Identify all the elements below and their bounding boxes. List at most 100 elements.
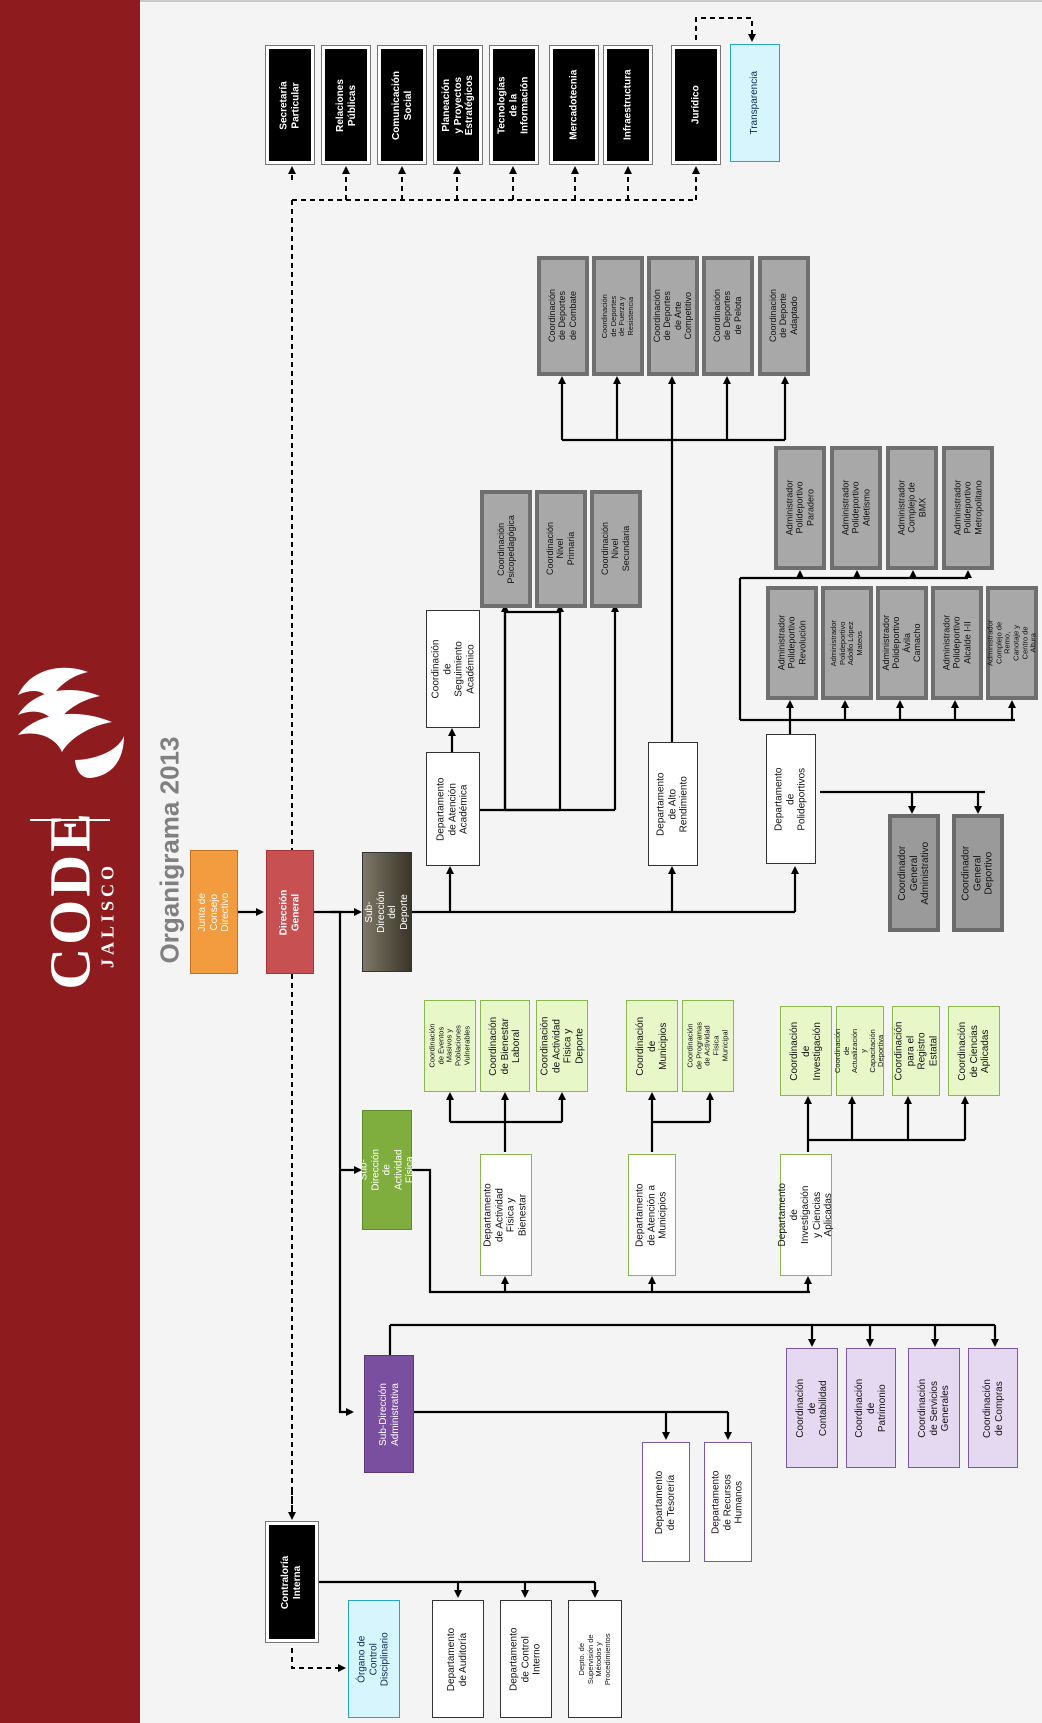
dept-label: Departamento de Investigación y Ciencias… [777,1183,835,1247]
staff-unit: Secretaría Particular [265,45,315,165]
af-coord: Coordinación de Actualización y Capacita… [833,1006,886,1096]
staff-unit: Comunicación Social [377,45,427,165]
coordinador-general: Coordinador General Deportivo [952,814,1004,932]
coordinador-general: Coordinador General Administrativo [888,814,940,932]
coord-label: Coordinación de Programas de Actividad F… [685,1022,729,1070]
poli-admin: Administrador Polideportivo Atletismo [830,446,882,570]
af-coord: Coordinación de Actividad Física y Depor… [536,1000,588,1092]
admin-label: Administrador Polideportivo Adolfo López… [828,619,864,667]
coord-label: Coordinación de Contabilidad [794,1378,829,1438]
poli-admin: Administrador Polideportivo Ávila Camach… [876,586,928,700]
alto-coord: Coordinación de Deportes de Combate [537,256,589,376]
coord-label: Coordinación de Compras [981,1378,1005,1438]
admin-label: Administrador Complejo de Remo, Canotaje… [985,619,1038,667]
alto-coord: Coordinación de Deporte Adaptado [758,256,810,376]
admin-coord: Coordinación de Patrimonio [846,1348,896,1468]
poli-admin: Administrador Polideportivo Revolución [766,586,818,700]
depto-polideportivos: Departamento de Polideportivos [766,734,816,864]
staff-unit: Relaciones Públicas [321,45,371,165]
coord-label: Coordinación de Actividad Física y Depor… [539,1016,585,1076]
coord-label: Coordinación de Eventos Masivos y Poblac… [427,1023,471,1069]
admin-coord: Coordinación de Compras [968,1348,1018,1468]
subdireccion-deporte-label: Sub-Dirección del Deporte [364,891,410,933]
acad-coord: Coordinación Nivel Primaria [535,490,587,608]
coord-label: Coordinación de Investigación [788,1021,823,1081]
staff-label: Jurídico [690,85,702,125]
af-coord: Coordinación de Bienestar Laboral [480,1000,530,1092]
admin-coord: Coordinación de Servicios Generales [908,1348,960,1468]
staff-unit: Jurídico [671,45,721,165]
dept-label: Departamento de Recursos Humanos [710,1470,745,1534]
staff-unit: Infraestructura [603,45,653,165]
admin-label: Administrador Complejo de BMX [896,480,928,536]
af-coord: Coordinación para el Registro Estatal [892,1006,940,1096]
direccion-label: Dirección General [278,889,302,935]
af-coord: Coordinación de Programas de Actividad F… [682,1000,734,1092]
coord-label: Coordinación Nivel Secundaria [600,522,632,576]
coord-label: Coordinación de Deporte Adaptado [768,289,800,343]
subdireccion-actividad-label: Sub-Dirección de Actividad Física [358,1149,416,1191]
contraloria-dept: Departamento de Control Interno [500,1600,552,1718]
depto-alto-rendimiento: Departamento de Alto Rendimiento [648,742,698,866]
contraloria-dept: Departamento de Auditoría [432,1600,484,1718]
staff-label: Planeación y Proyectos Estratégicos [440,74,475,136]
staff-unit: Planeación y Proyectos Estratégicos [433,45,483,165]
admin-label: Administrador Polideportivo Paradero [784,480,816,536]
admin-label: Administrador Polideportivo Ávila Camach… [881,615,923,671]
dept-label: Departamento de Control Interno [508,1627,543,1691]
alto-coord: Coordinación de Deportes de Pelota [702,256,754,376]
coord-label: Coordinación de Deportes de Arte Competi… [652,289,694,343]
poli-admin: Administrador Polideportivo Paradero [774,446,826,570]
poli-admin: Administrador Complejo de BMX [886,446,938,570]
coordinador-label: Coordinador General Administrativo [896,841,931,905]
subdireccion-actividad-fisica-box: Sub-Dirección de Actividad Física [358,1110,415,1230]
staff-label: Infraestructura [622,69,634,141]
dept-label: Departamento de Auditoría [446,1627,470,1691]
coord-label: Coordinación de Deportes de Pelota [712,289,744,343]
contraloria-label: Contraloría Interna [280,1555,304,1609]
coordinador-label: Coordinador General Deportivo [960,845,995,901]
dept-label: Departamento de Polideportivos [773,767,808,831]
af-dept: Departamento de Atención a Municipios [628,1154,676,1276]
admin-dept: Departamento de Recursos Humanos [704,1442,752,1562]
coord-label: Coordinación de Seguimiento Académico [430,639,476,699]
contraloria-dept: Depto. de Supervisión de Métodos y Proce… [568,1600,622,1718]
alto-coord: Coordinación de Deportes de Arte Competi… [647,256,699,376]
brand-banner: CODE JALISCO [0,0,140,1723]
acad-coord: Coordinación Psicopedagógica [480,490,532,608]
staff-unit: Tecnologías de la Información [489,45,539,165]
flame-emblem-icon [18,667,124,821]
direccion-general-box: Dirección General [266,850,314,974]
coord-label: Coordinación de Servicios Generales [916,1378,951,1438]
poli-admin: Administrador Polideportivo Alcalde I-II [931,586,983,700]
coord-label: Coordinación de Actualización y Capacita… [833,1028,886,1074]
dept-label: Departamento de Atención Académica [435,777,470,841]
junta-label: Junta de Consejo Directivo [196,892,231,932]
af-dept: Departamento de Investigación y Ciencias… [777,1154,835,1276]
alto-coord: Coordinación de Deportes de Fuerza y Res… [592,256,644,376]
admin-label: Administrador Polideportivo Alcalde I-II [941,615,973,671]
af-coord: Coordinación de Ciencias Aplicadas [948,1006,1000,1096]
af-dept: Departamento de Actividad Física y Biene… [480,1154,532,1276]
dept-label: Depto. de Supervisión de Métodos y Proce… [576,1633,612,1685]
coord-label: Coordinación de Bienestar Laboral [487,1016,522,1076]
subdireccion-administrativa-label: Sub-Dirección Administrativa [377,1382,401,1446]
staff-label: Mercadotecnia [568,69,580,141]
admin-label: Administrador Polideportivo Atletismo [840,480,872,536]
organo-label: Órgano de Control Disciplinario [356,1632,391,1686]
coord-label: Coordinación de Ciencias Aplicadas [956,1021,991,1081]
af-coord: Coordinación de Investigación [780,1006,832,1096]
admin-label: Administrador Polideportivo Revolución [776,615,808,671]
admin-label: Administrador Polideportivo Metropolitan… [952,480,984,536]
coord-label: Coordinación de Municipios [634,1016,669,1076]
staff-label: Tecnologías de la Información [496,76,531,134]
poli-admin: Administrador Complejo de Remo, Canotaje… [985,586,1038,700]
transparencia-box: Transparencia [730,44,780,162]
coord-seguimiento-academico: Coordinación de Seguimiento Académico [426,610,480,728]
staff-unit: Mercadotecnia [549,45,599,165]
poli-admin: Administrador Polideportivo Metropolitan… [942,446,994,570]
organo-control-box: Órgano de Control Disciplinario [348,1600,400,1718]
staff-label: Secretaría Particular [278,80,302,130]
coord-label: Coordinación de Deportes de Fuerza y Res… [599,293,635,339]
